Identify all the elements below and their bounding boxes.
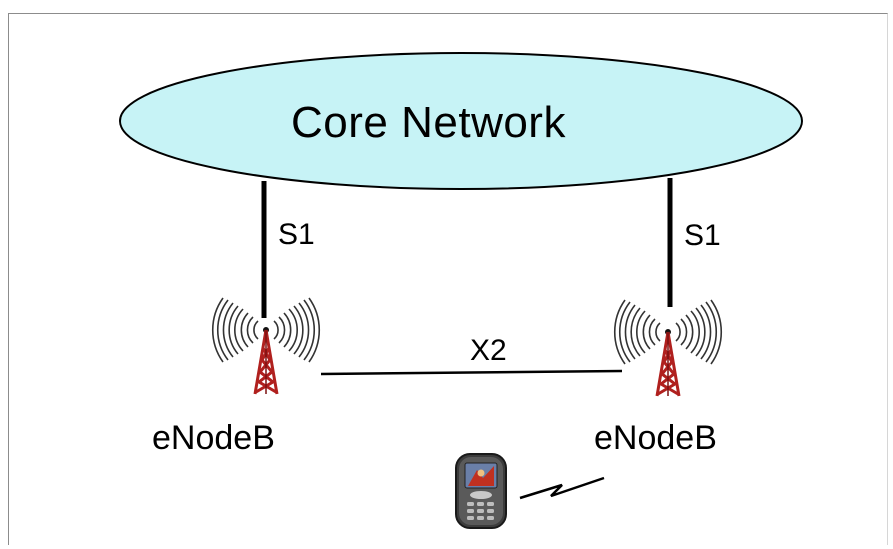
core-network-label: Core Network [291, 98, 566, 147]
wireless-signal-icon [519, 476, 605, 500]
s1-link-label-left: S1 [278, 218, 315, 251]
enodeb-label-right: eNodeB [594, 419, 717, 457]
antenna-tower-icon [613, 299, 723, 397]
s1-link-label-right: S1 [684, 219, 721, 252]
diagram-frame [8, 13, 888, 545]
antenna-tower-icon [211, 297, 321, 395]
x2-link [320, 369, 623, 376]
x2-link-label: X2 [470, 334, 507, 367]
enodeb-label-left: eNodeB [152, 419, 275, 457]
core-network-ellipse [119, 52, 803, 190]
mobile-phone-icon [455, 453, 507, 529]
